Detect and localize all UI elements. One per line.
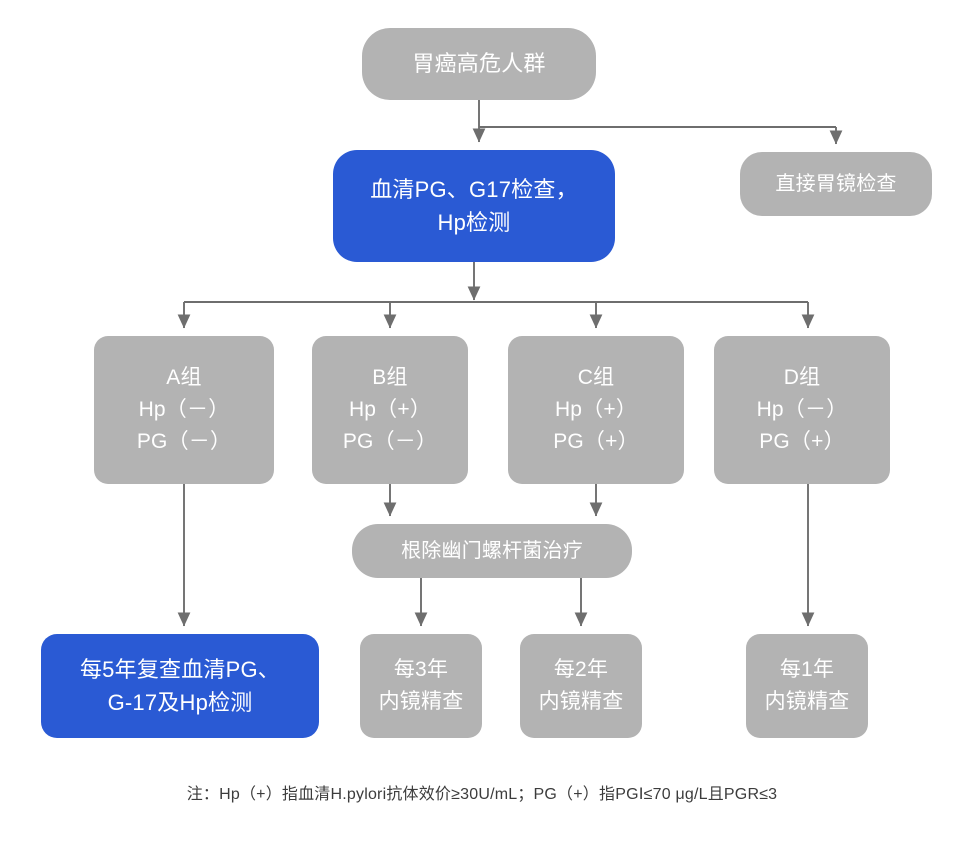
group-pg-status: PG（+）: [553, 429, 639, 453]
group-pg-status: PG（+）: [759, 429, 845, 453]
node-group-b[interactable]: B组 Hp（+） PG（－）: [312, 336, 468, 484]
node-label-line2: 内镜精查: [378, 690, 464, 713]
node-group-a[interactable]: A组 Hp（－） PG（－）: [94, 336, 274, 484]
node-label-line1: 每3年: [393, 658, 449, 682]
node-label: 根除幽门螺杆菌治疗: [401, 539, 583, 562]
node-label-line1: 每2年: [553, 658, 609, 682]
group-hp-status: Hp（+）: [348, 398, 432, 422]
node-serum-pg-g17-hp-test[interactable]: 血清PG、G17检查， Hp检测: [333, 150, 615, 262]
group-name: C组: [577, 366, 615, 390]
node-direct-gastroscopy[interactable]: 直接胃镜检查: [740, 152, 932, 216]
group-hp-status: Hp（－）: [138, 398, 230, 422]
node-label-line1: 每5年复查血清PG、: [79, 656, 281, 682]
node-label-line2: G-17及Hp检测: [107, 690, 253, 715]
node-group-c[interactable]: C组 Hp（+） PG（+）: [508, 336, 684, 484]
node-endoscopy-every-3-years[interactable]: 每3年 内镜精查: [360, 634, 482, 738]
group-name: D组: [783, 366, 821, 390]
node-label-line2: 内镜精查: [764, 690, 850, 713]
node-label-line1: 每1年: [779, 658, 835, 682]
group-pg-status: PG（－）: [136, 429, 232, 453]
node-h-pylori-eradication-therapy[interactable]: 根除幽门螺杆菌治疗: [352, 524, 632, 578]
node-endoscopy-every-1-year[interactable]: 每1年 内镜精查: [746, 634, 868, 738]
group-name: A组: [166, 366, 202, 390]
group-hp-status: Hp（+）: [554, 398, 638, 422]
node-label-line1: 血清PG、G17检查，: [370, 176, 578, 202]
group-name: B组: [372, 366, 408, 390]
node-label-line2: Hp检测: [437, 210, 511, 235]
node-group-d[interactable]: D组 Hp（－） PG（+）: [714, 336, 890, 484]
node-endoscopy-every-2-years[interactable]: 每2年 内镜精查: [520, 634, 642, 738]
group-hp-status: Hp（－）: [756, 398, 848, 422]
group-pg-status: PG（－）: [342, 429, 438, 453]
diagram-footnote: 注：Hp（+）指血清H.pylori抗体效价≥30U/mL；PG（+）指PGⅠ≤…: [186, 786, 778, 803]
node-high-risk-population[interactable]: 胃癌高危人群: [362, 28, 596, 100]
node-recheck-every-5-years[interactable]: 每5年复查血清PG、 G-17及Hp检测: [41, 634, 319, 738]
node-label: 直接胃镜检查: [775, 172, 897, 195]
node-label: 胃癌高危人群: [412, 51, 546, 77]
node-label-line2: 内镜精查: [538, 690, 624, 713]
